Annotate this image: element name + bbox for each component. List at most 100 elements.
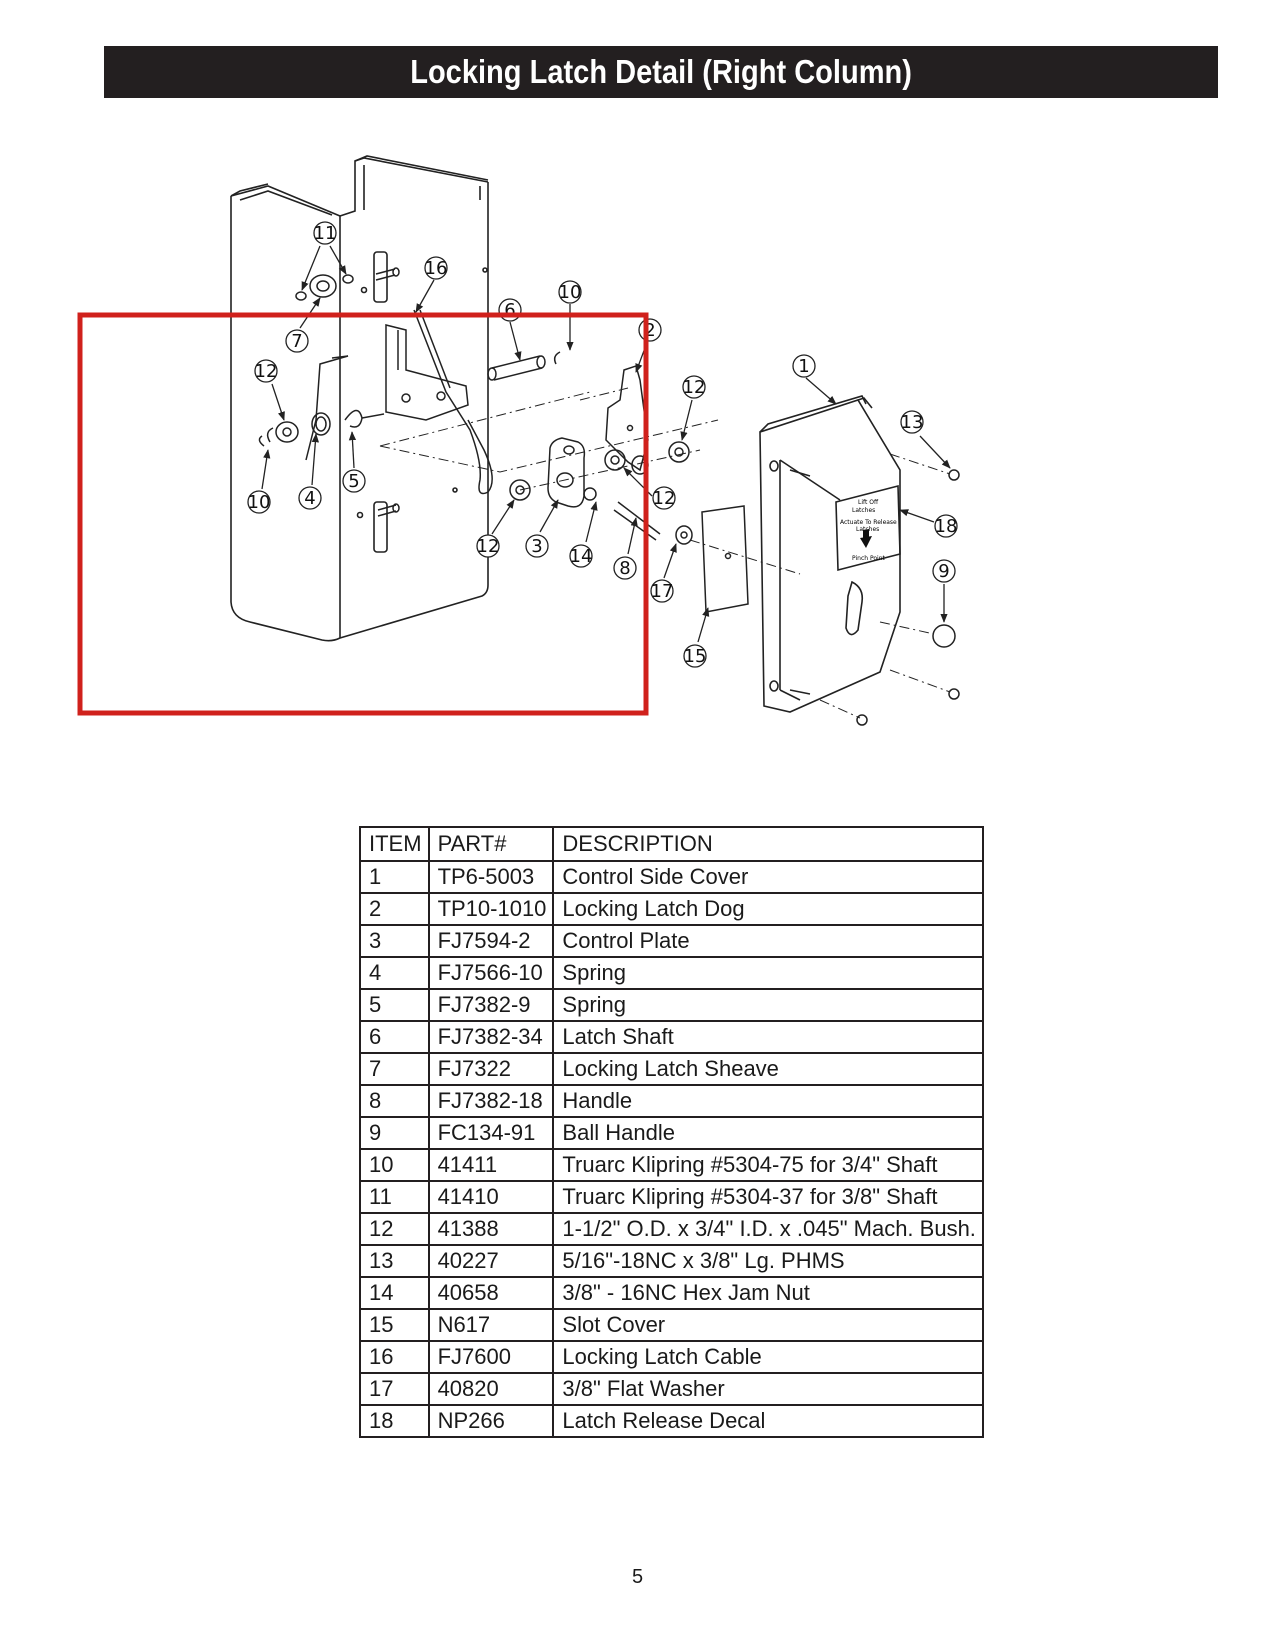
description-cell: Locking Latch Sheave <box>552 1052 984 1086</box>
callout-7: 7 <box>285 297 321 353</box>
part-number-cell: 40820 <box>427 1372 555 1406</box>
part-number-cell: 41388 <box>427 1212 555 1246</box>
svg-text:3: 3 <box>531 536 542 557</box>
callout-16: 16 <box>415 256 448 313</box>
slot-cover-15 <box>701 505 749 613</box>
svg-text:12: 12 <box>653 488 676 509</box>
callout-5: 5 <box>342 431 366 493</box>
callout-10-left: 10 <box>247 449 271 514</box>
callout-12-left: 12 <box>254 359 285 421</box>
svg-text:12: 12 <box>477 536 500 557</box>
part-number-cell: FJ7382-9 <box>427 988 555 1022</box>
item-cell: 9 <box>359 1116 430 1150</box>
part-number-cell: NP266 <box>427 1404 555 1438</box>
description-cell: Spring <box>552 956 984 990</box>
latch-shaft-6 <box>487 351 561 381</box>
svg-text:12: 12 <box>683 377 706 398</box>
callout-12-mid: 12 <box>623 467 676 510</box>
svg-text:2: 2 <box>644 320 655 341</box>
part-number-cell: FJ7322 <box>427 1052 555 1086</box>
title-bar: Locking Latch Detail (Right Column) <box>104 46 1218 98</box>
sheave-7 <box>295 267 400 301</box>
part-number-cell: FJ7594-2 <box>427 924 555 958</box>
washers-left <box>258 421 299 447</box>
part-number-cell: FJ7382-34 <box>427 1020 555 1054</box>
item-cell: 13 <box>359 1244 430 1278</box>
callout-11: 11 <box>301 221 347 291</box>
callout-17: 17 <box>650 543 677 603</box>
page-number: 5 <box>631 1566 644 1588</box>
svg-text:Pinch Point: Pinch Point <box>852 555 886 562</box>
assembly-lines <box>379 387 951 719</box>
description-cell: Handle <box>552 1084 984 1118</box>
callout-1: 1 <box>792 354 837 405</box>
callout-18: 18 <box>899 509 958 538</box>
description-cell: Spring <box>552 988 984 1022</box>
item-cell: 16 <box>359 1340 430 1374</box>
svg-text:12: 12 <box>255 361 278 382</box>
column-tube <box>230 155 489 642</box>
item-cell: 5 <box>359 988 430 1022</box>
item-cell: 3 <box>359 924 430 958</box>
svg-text:Actuate To Release: Actuate To Release <box>840 519 897 526</box>
down-arrow-icon <box>860 529 872 548</box>
svg-text:11: 11 <box>314 223 337 244</box>
latch-bracket-cable <box>385 309 493 495</box>
control-side-cover-1 <box>759 395 901 713</box>
part-number-cell: FJ7382-18 <box>427 1084 555 1118</box>
description-cell: Locking Latch Dog <box>552 892 984 926</box>
exploded-diagram: Lift Off Latches Actuate To Release Latc… <box>0 0 1275 780</box>
svg-text:16: 16 <box>425 258 448 279</box>
part-number-cell: FJ7600 <box>427 1340 555 1374</box>
svg-text:6: 6 <box>504 300 515 321</box>
callout-8: 8 <box>613 517 638 580</box>
callout-3: 3 <box>525 499 559 558</box>
svg-text:14: 14 <box>570 546 593 567</box>
part-number-cell: FC134-91 <box>427 1116 555 1150</box>
svg-text:17: 17 <box>651 581 674 602</box>
callout-12-right: 12 <box>680 375 706 441</box>
svg-text:18: 18 <box>935 516 958 537</box>
ball-handle-9 <box>932 624 956 648</box>
control-plate-3 <box>509 437 693 545</box>
item-cell: 1 <box>359 860 430 894</box>
callout-9: 9 <box>932 559 956 623</box>
item-cell: 8 <box>359 1084 430 1118</box>
item-cell: 2 <box>359 892 430 926</box>
svg-text:Latches: Latches <box>852 507 875 514</box>
spring-4-5 <box>305 355 385 461</box>
part-number-cell: 41411 <box>427 1148 555 1182</box>
item-cell: 15 <box>359 1308 430 1342</box>
part-number-cell: FJ7566-10 <box>427 956 555 990</box>
description-cell: Truarc Klipring #5304-75 for 3/4" Shaft <box>552 1148 984 1182</box>
svg-text:10: 10 <box>248 492 271 513</box>
part-number-cell: 40227 <box>427 1244 555 1278</box>
callout-13: 13 <box>900 410 951 469</box>
svg-text:9: 9 <box>938 561 949 582</box>
item-cell: 6 <box>359 1020 430 1054</box>
screws-13 <box>856 469 960 726</box>
part-number-cell: TP6-5003 <box>427 860 555 894</box>
callout-6: 6 <box>498 298 522 361</box>
callout-10-top: 10 <box>558 280 582 351</box>
description-cell: Ball Handle <box>552 1116 984 1150</box>
table-header-row: ITEM PART# DESCRIPTION <box>359 826 984 862</box>
svg-text:8: 8 <box>619 558 630 579</box>
item-cell: 17 <box>359 1372 430 1406</box>
svg-text:10: 10 <box>559 282 582 303</box>
highlight-box <box>77 312 649 716</box>
part-number-cell: 41410 <box>427 1180 555 1214</box>
description-cell: 5/16"-18NC x 3/8" Lg. PHMS <box>552 1244 984 1278</box>
description-cell: Slot Cover <box>552 1308 984 1342</box>
